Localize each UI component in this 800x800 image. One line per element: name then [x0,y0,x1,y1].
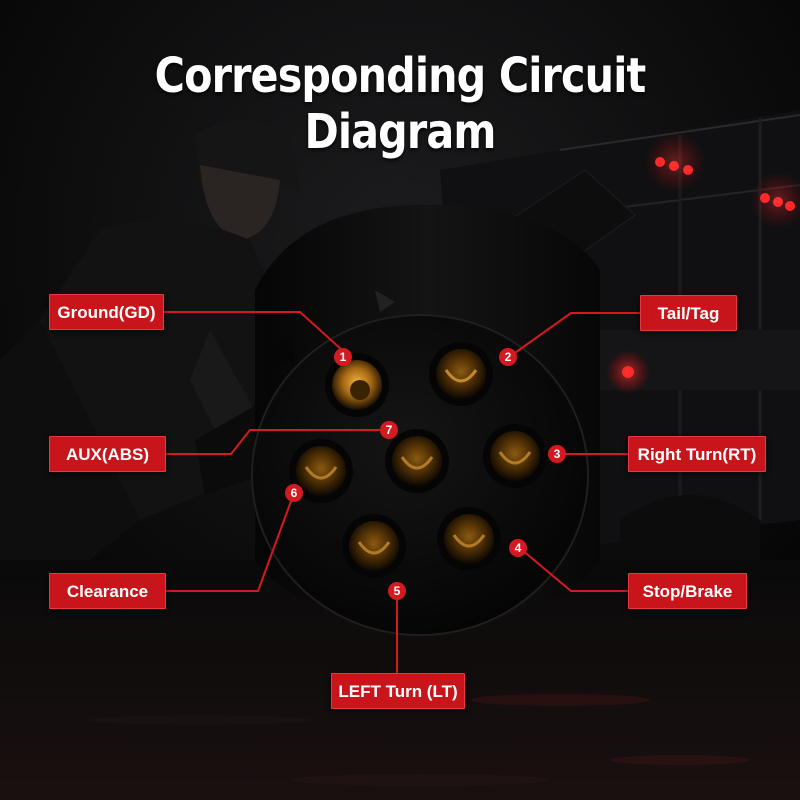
leader-line-2 [511,312,640,356]
label-ground: Ground(GD) [49,294,164,330]
svg-text:5: 5 [394,584,401,598]
label-left-turn: LEFT Turn (LT) [331,673,465,709]
leader-line-6 [166,492,295,592]
socket-1 [325,353,389,417]
svg-text:4: 4 [515,541,522,555]
label-clearance: Clearance [49,573,166,609]
leader-line-1 [163,311,343,351]
page-title: Corresponding Circuit Diagram [154,48,647,160]
label-right-turn: Right Turn(RT) [628,436,766,472]
socket-2 [429,342,493,406]
floor-reflections [90,694,750,786]
socket-5 [342,514,406,578]
pin-badges: 1 2 3 4 5 6 7 [285,348,566,600]
svg-text:6: 6 [291,486,298,500]
socket-3 [483,424,547,488]
svg-text:1: 1 [340,350,347,364]
leader-line-7 [166,429,387,455]
pin-badge-3: 3 [548,445,566,463]
socket-7 [385,429,449,493]
svg-text:7: 7 [386,423,393,437]
socket-6 [289,439,353,503]
pin-badge-5: 5 [388,582,406,600]
svg-text:3: 3 [554,447,561,461]
pin-badge-1: 1 [334,348,352,366]
label-tail-tag: Tail/Tag [640,295,737,331]
leader-lines [163,311,640,673]
pin-badge-4: 4 [509,539,527,557]
pin-badge-7: 7 [380,421,398,439]
pin-badge-6: 6 [285,484,303,502]
leader-line-4 [521,549,628,592]
svg-text:2: 2 [505,350,512,364]
trailer-plug-connector [195,169,636,636]
pin-badge-2: 2 [499,348,517,366]
label-aux-abs: AUX(ABS) [49,436,166,472]
label-stop-brake: Stop/Brake [628,573,747,609]
socket-4 [437,507,501,571]
